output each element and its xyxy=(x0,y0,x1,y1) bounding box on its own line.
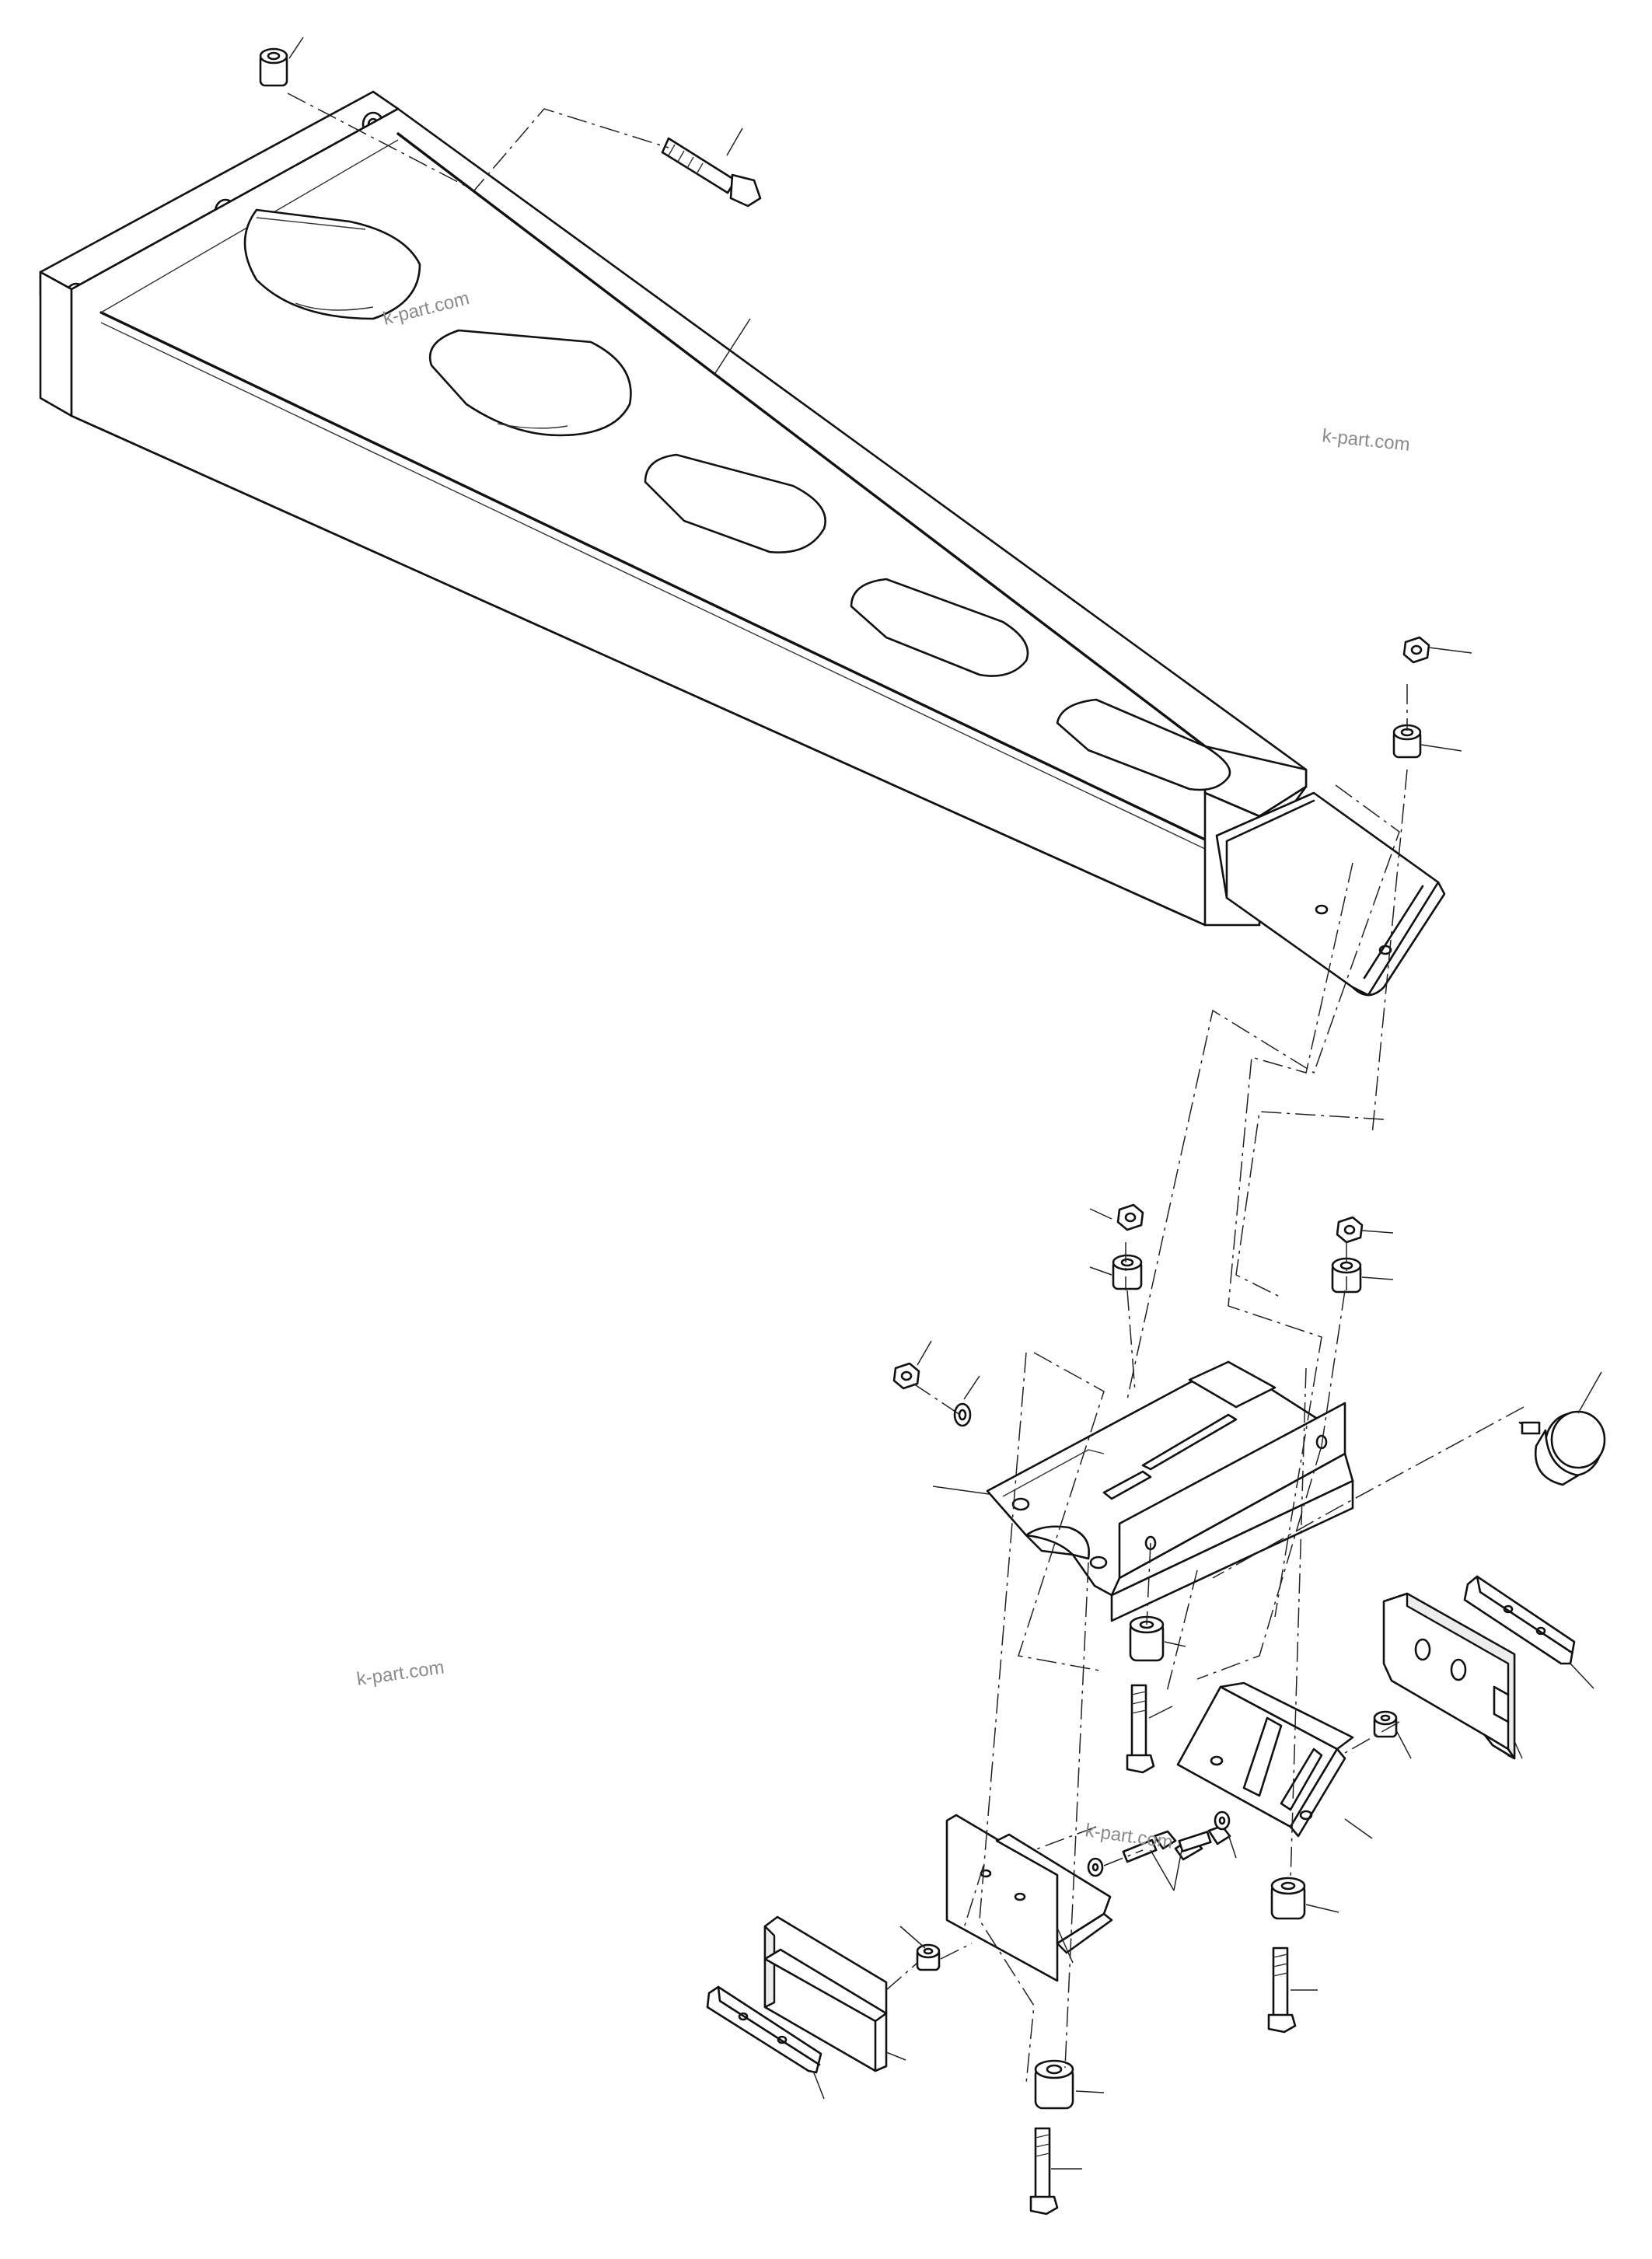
top-spacer xyxy=(259,47,288,87)
washer-center-right xyxy=(1214,1810,1231,1831)
clamp-block-left xyxy=(763,1915,888,2072)
boom-arm xyxy=(39,90,1446,997)
washer-left xyxy=(953,1402,972,1427)
flat-bar-left xyxy=(706,1985,823,2074)
assembly-lines xyxy=(287,93,1525,2084)
sliding-channel xyxy=(1215,791,1446,997)
spacer-left-small xyxy=(916,1943,941,1971)
top-bolt xyxy=(661,137,762,208)
mounting-bracket xyxy=(986,1360,1354,1622)
nut-top-right xyxy=(1402,636,1430,664)
angle-bracket-left xyxy=(945,1814,1113,1982)
bolt-upper-mid xyxy=(1126,1684,1155,1774)
adjustment-knob xyxy=(1518,1410,1606,1486)
spacer-top-right xyxy=(1392,724,1422,759)
angle-bracket-right xyxy=(1176,1681,1354,1838)
clamp-block-right xyxy=(1382,1592,1516,1760)
nut-mid-right xyxy=(1336,1216,1364,1244)
washer-center-left xyxy=(1087,1857,1104,1877)
callout-leaders xyxy=(288,37,1602,2170)
bolt-lower-right xyxy=(1267,1947,1297,2034)
nut-mid-left xyxy=(1116,1203,1144,1231)
watermark-2: k-part.com xyxy=(1321,425,1411,456)
beam-cutouts xyxy=(243,208,1231,791)
watermark-3: k-part.com xyxy=(355,1657,445,1690)
watermark-4: k-part.com xyxy=(1084,1820,1174,1853)
spacer-lower-center xyxy=(1034,2059,1074,2110)
bolt-lower-center xyxy=(1029,2127,1059,2215)
spacer-lower-right xyxy=(1270,1877,1306,1920)
spacer-mid-left xyxy=(1112,1254,1143,1290)
nut-left-small xyxy=(892,1362,920,1390)
spacer-right-small xyxy=(1373,1710,1398,1738)
